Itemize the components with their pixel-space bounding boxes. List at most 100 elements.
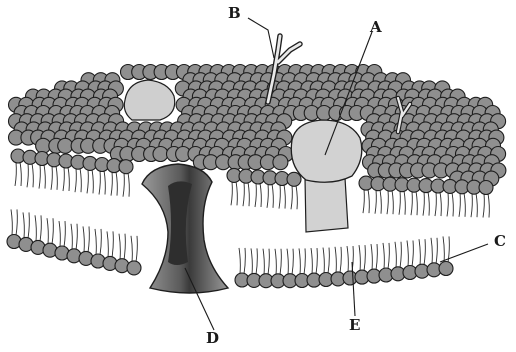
peripheral-protein-surface xyxy=(124,80,174,120)
lipid-tail xyxy=(40,215,41,241)
label-c: C xyxy=(494,232,506,250)
lipid-tail xyxy=(407,240,408,266)
lipid-tail xyxy=(411,191,412,215)
inner-fatty-acid-tails xyxy=(11,209,449,274)
lipid-tail xyxy=(248,182,249,206)
lipid-tail xyxy=(52,218,53,244)
integral-protein-lower xyxy=(305,178,348,232)
lipid-tail xyxy=(359,245,360,271)
lipid-tail xyxy=(363,189,364,213)
lipid-tail xyxy=(416,191,417,215)
lipid-tail xyxy=(483,193,484,217)
lipid-tail xyxy=(395,242,396,268)
lipid-tail xyxy=(136,236,137,262)
inner-phospholipid-heads xyxy=(7,235,453,288)
lipid-tail xyxy=(27,163,28,187)
lipid-tail xyxy=(316,248,317,274)
lipid-tail xyxy=(376,244,377,270)
lipid-tail xyxy=(116,172,117,196)
lipid-tail xyxy=(39,165,40,189)
lipid-tail xyxy=(28,212,29,238)
lipid-tail xyxy=(20,162,21,186)
lipid-tail xyxy=(56,166,57,190)
lipid-tail xyxy=(459,193,460,217)
lipid-tail xyxy=(323,248,324,274)
lipid-tail xyxy=(112,231,113,257)
lipid-tail xyxy=(243,182,244,206)
lipid-tail xyxy=(419,239,420,265)
lipid-tail xyxy=(236,181,237,205)
lipid-tail xyxy=(131,236,132,262)
lipid-tail xyxy=(488,193,489,217)
outer-head xyxy=(119,160,133,174)
lipid-tail xyxy=(440,192,441,216)
label-d: D xyxy=(206,329,219,347)
inner-head xyxy=(127,261,141,275)
lipid-tail xyxy=(275,249,276,275)
lipid-tail xyxy=(104,171,105,195)
lipid-tail xyxy=(100,229,101,255)
lipid-tail xyxy=(75,168,76,192)
lipid-tail xyxy=(80,168,81,192)
surface-head xyxy=(153,147,168,162)
lipid-tail xyxy=(87,169,88,193)
lipid-tail xyxy=(47,218,48,244)
lipid-tail xyxy=(476,193,477,217)
lipid-tail xyxy=(255,183,256,207)
lipid-tail xyxy=(119,234,120,260)
lipid-tail xyxy=(328,248,329,274)
lipid-tail xyxy=(424,239,425,265)
lipid-tail xyxy=(292,249,293,275)
lipid-tail xyxy=(251,248,252,274)
lipid-tail xyxy=(311,248,312,274)
label-b: B xyxy=(228,4,241,22)
label-e: E xyxy=(349,316,360,334)
lipid-tail xyxy=(71,224,72,250)
lipid-tail xyxy=(471,193,472,217)
lipid-tail xyxy=(35,215,36,241)
lipid-tail xyxy=(260,183,261,207)
lipid-tail xyxy=(287,249,288,275)
lipid-tail xyxy=(244,248,245,274)
lipid-tail xyxy=(256,248,257,274)
lipid-tail xyxy=(268,249,269,275)
inner-head xyxy=(439,262,453,276)
lipid-tail xyxy=(428,192,429,216)
lipid-tail xyxy=(107,231,108,257)
lipid-tail xyxy=(388,243,389,269)
lipid-tail xyxy=(435,192,436,216)
lipid-tail xyxy=(375,190,376,214)
lipid-tail xyxy=(347,246,348,272)
lipid-tail xyxy=(83,226,84,252)
lipid-tail xyxy=(15,162,16,186)
lipid-tail xyxy=(443,236,444,262)
lipid-tail xyxy=(400,242,401,268)
surface-head xyxy=(58,138,73,153)
lipid-tail xyxy=(399,191,400,215)
lipid-tail xyxy=(392,190,393,214)
lipid-tail xyxy=(111,172,112,196)
lipid-tail xyxy=(59,221,60,247)
lipid-tail xyxy=(267,184,268,208)
lipid-tail xyxy=(124,234,125,260)
lipid-tail xyxy=(364,245,365,271)
lipid-tail xyxy=(335,247,336,273)
lipid-tail xyxy=(284,185,285,209)
lipid-tail xyxy=(123,173,124,197)
lipid-tail xyxy=(291,185,292,209)
leader-line-b xyxy=(248,18,274,58)
lipid-tail xyxy=(340,247,341,273)
lipid-tail xyxy=(11,209,12,235)
lipid-tail xyxy=(76,224,77,250)
lipid-tail xyxy=(272,184,273,208)
lipid-tail xyxy=(51,166,52,190)
lipid-tail xyxy=(44,165,45,189)
lipid-tail xyxy=(239,248,240,274)
lipid-tail xyxy=(16,209,17,235)
lipid-tail xyxy=(368,189,369,213)
lipid-tail xyxy=(452,192,453,216)
lipid-tail xyxy=(64,221,65,247)
lipid-tail xyxy=(383,243,384,269)
lipid-tail xyxy=(99,171,100,195)
